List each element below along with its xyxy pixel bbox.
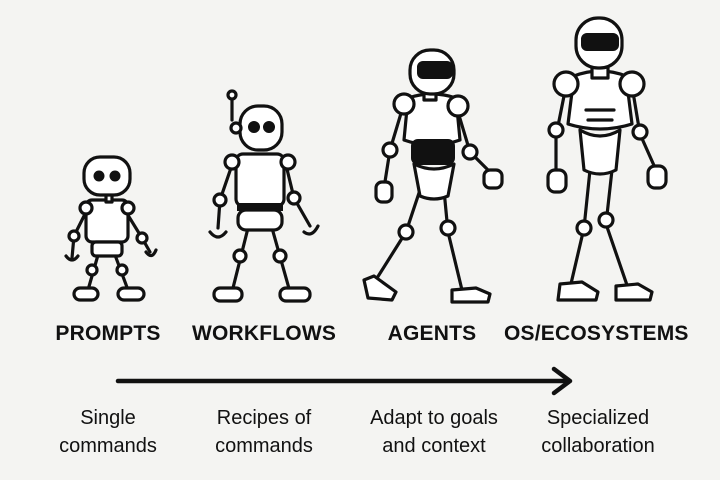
stage-desc-workflows: Recipes of commands [174, 404, 354, 460]
robot-small-icon [66, 157, 156, 300]
stage-desc-agents: Adapt to goals and context [344, 404, 524, 460]
arrow-right-icon [118, 369, 570, 393]
stage-title-ecosystems: OS/ECOSYSTEMS [504, 322, 684, 346]
robot-walking-icon [364, 50, 502, 302]
stage-desc-prompts: Single commands [18, 404, 198, 460]
stage-title-prompts: PROMPTS [18, 322, 198, 346]
stage-title-agents: AGENTS [342, 322, 522, 346]
stage-desc-ecosystems: Specialized collaboration [508, 404, 688, 460]
stage-title-workflows: WORKFLOWS [174, 322, 354, 346]
robot-antenna-icon [210, 91, 318, 301]
robot-humanoid-icon [548, 18, 666, 300]
